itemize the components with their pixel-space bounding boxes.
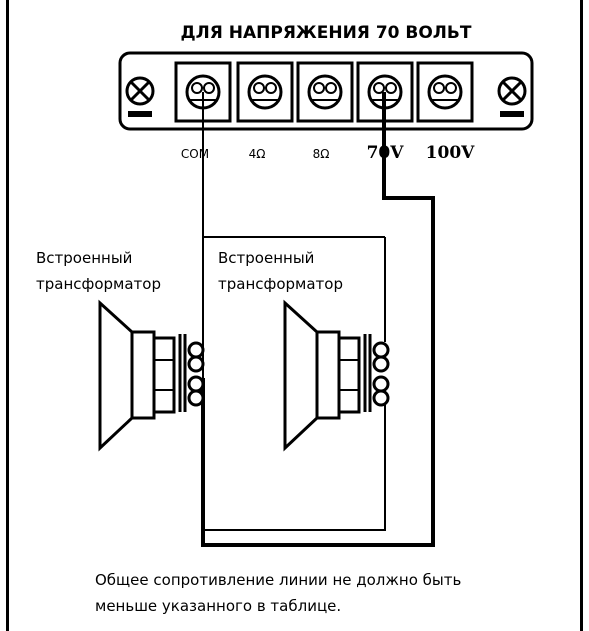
terminal-label-100v: 100V	[426, 143, 475, 163]
note-line1: Общее сопротивление линии не должно быть	[95, 571, 461, 589]
terminal-8ohm-icon	[296, 61, 354, 123]
speaker-2-label-line1: Встроенный	[218, 249, 314, 267]
note-line2: меньше указанного в таблице.	[95, 597, 341, 615]
speaker-1-label-line1: Встроенный	[36, 249, 132, 267]
speaker-2-label-line2: трансформатор	[218, 275, 343, 293]
speaker-2-icon	[283, 299, 390, 452]
page-frame	[6, 0, 583, 631]
header-title: ДЛЯ НАПРЯЖЕНИЯ 70 ВОЛЬТ	[181, 23, 472, 43]
terminal-label-com: COM	[181, 147, 209, 161]
speaker-1-label-line2: трансформатор	[36, 275, 161, 293]
mounting-screw-right-icon	[497, 76, 527, 117]
terminal-label-4ohm: 4Ω	[249, 147, 266, 161]
terminal-100v-icon	[416, 61, 474, 123]
wire-70v	[201, 92, 435, 547]
mounting-screw-left-icon	[125, 76, 155, 117]
terminal-strip	[118, 51, 534, 131]
terminal-label-8ohm: 8Ω	[313, 147, 330, 161]
terminal-4ohm-icon	[236, 61, 294, 123]
speaker-1-icon	[98, 299, 205, 452]
